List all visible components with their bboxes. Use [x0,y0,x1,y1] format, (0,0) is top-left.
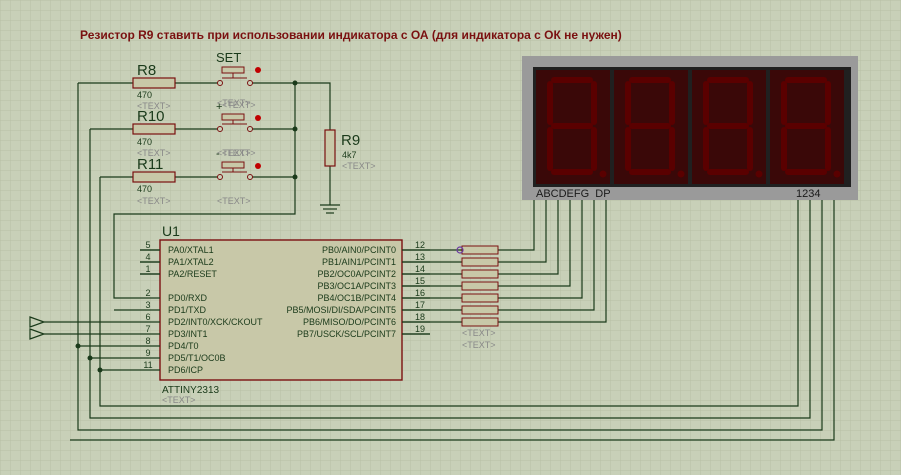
mcu-pin-number: 2 [145,288,150,298]
mcu-pin-name: PB6/MISO/DO/PCINT6 [303,317,396,327]
mcu-pin-number: 1 [145,264,150,274]
resistor-r10[interactable]: R10 470 <TEXT> [132,108,176,158]
mcu-pin-name: PD1/TXD [168,305,207,315]
resistor-pack-placeholder-1: <TEXT> [462,328,496,338]
mcu-pin-number: 11 [143,360,152,370]
r11-value: 470 [137,184,152,194]
mcu-pin-number: 5 [145,240,150,250]
display-segment-labels: ABCDEFG DP [536,188,611,200]
mcu-pin-number: 13 [415,252,425,262]
mcu-pin-number: 9 [145,348,150,358]
r11-ref: R11 [137,156,163,173]
mcu-pin-name: PA2/RESET [168,269,217,279]
button-plus-text-placeholder-2: <TEXT> [217,148,251,158]
button-plus-text-placeholder: <TEXT> [222,100,256,110]
resistor-r9[interactable]: R9 4k7 <TEXT> [324,129,376,171]
r9-text-placeholder: <TEXT> [342,161,376,171]
mcu-pin-number: 14 [415,264,425,274]
schematic-note: Резистор R9 ставить при использовании ин… [80,28,622,42]
r10-value: 470 [137,137,152,147]
display-digit-labels: 1234 [796,188,820,200]
display-dp [599,170,607,178]
series-resistor[interactable] [461,281,499,291]
button-minus-text-placeholder: <TEXT> [222,148,256,158]
seven-segment-display[interactable]: ABCDEFG DP 1234 [522,56,858,200]
mcu-pin-name: PB0/AIN0/PCINT0 [322,245,396,255]
mcu-pin-number: 12 [415,240,425,250]
display-digit [770,70,844,184]
button-minus-label: - [216,148,220,160]
button-plus-label: + [216,101,222,113]
mcu-pin-name: PD5/T1/OC0B [168,353,226,363]
button-minus[interactable]: - <TEXT> <TEXT> [216,148,261,206]
mcu-pin-name: PD4/T0 [168,341,199,351]
resistor-pack-marker [456,246,464,254]
series-resistor[interactable] [461,245,499,255]
r11-text-placeholder: <TEXT> [137,196,171,206]
mcu-pin-name: PB7/USCK/SCL/PCINT7 [297,329,396,339]
series-resistor[interactable] [461,317,499,327]
mcu-pin-number: 3 [145,300,150,310]
display-digit [536,70,610,184]
mcu-pin-name: PB1/AIN1/PCINT1 [322,257,396,267]
r9-value: 4k7 [342,150,357,160]
mcu-pin-name: PD6/ICP [168,365,203,375]
r8-ref: R8 [137,62,156,79]
button-set-label: SET [216,50,241,65]
button-set[interactable]: SET <TEXT> [216,50,261,108]
mcu-pin-number: 4 [145,252,150,262]
input-arrows [29,316,46,340]
mcu-pin-name: PB3/OC1A/PCINT3 [317,281,396,291]
button-minus-text-placeholder-2: <TEXT> [217,196,251,206]
r9-ref: R9 [341,132,360,149]
junctions [75,80,298,373]
mcu-pin-name: PD3/INT1 [168,329,208,339]
mcu-pin-number: 7 [145,324,150,334]
mcu-pin-number: 8 [145,336,150,346]
r10-text-placeholder: <TEXT> [137,148,171,158]
mcu-pin-name: PB2/OC0A/PCINT2 [317,269,396,279]
r8-value: 470 [137,90,152,100]
mcu-pin-name: PB5/MOSI/DI/SDA/PCINT5 [286,305,396,315]
button-plus[interactable]: + <TEXT> <TEXT> [216,100,261,158]
series-resistor[interactable] [461,293,499,303]
button-set-text-placeholder: <TEXT> [217,98,251,108]
mcu-pin-name: PB4/OC1B/PCINT4 [317,293,396,303]
mcu-pin-number: 16 [415,288,425,298]
series-resistor-pack[interactable] [461,245,499,327]
series-resistor[interactable] [461,257,499,267]
display-dp [677,170,685,178]
mcu-pin-number: 17 [415,300,425,310]
r8-text-placeholder: <TEXT> [137,101,171,111]
series-resistor[interactable] [461,269,499,279]
display-dp [755,170,763,178]
r10-ref: R10 [137,108,165,125]
mcu-pin-name: PA0/XTAL1 [168,245,214,255]
mcu-ref: U1 [162,223,180,239]
display-digit [614,70,688,184]
mcu-pin-name: PD0/RXD [168,293,208,303]
resistor-pack-placeholder-2: <TEXT> [462,340,496,350]
mcu-pin-number: 18 [415,312,425,322]
resistor-r8[interactable]: R8 470 <TEXT> [132,62,176,111]
mcu-pin-number: 15 [415,276,425,286]
mcu-pin-name: PA1/XTAL2 [168,257,214,267]
mcu-part: ATTINY2313 [162,385,219,396]
mcu-pin-number: 19 [415,324,425,334]
mcu-pin-name: PD2/INT0/XCK/CKOUT [168,317,263,327]
display-digit [692,70,766,184]
series-resistor[interactable] [461,305,499,315]
resistor-r11[interactable]: R11 470 <TEXT> [132,156,176,206]
wires [44,82,835,441]
display-dp [833,170,841,178]
mcu-pin-number: 6 [145,312,150,322]
mcu-text-placeholder: <TEXT> [162,395,196,405]
